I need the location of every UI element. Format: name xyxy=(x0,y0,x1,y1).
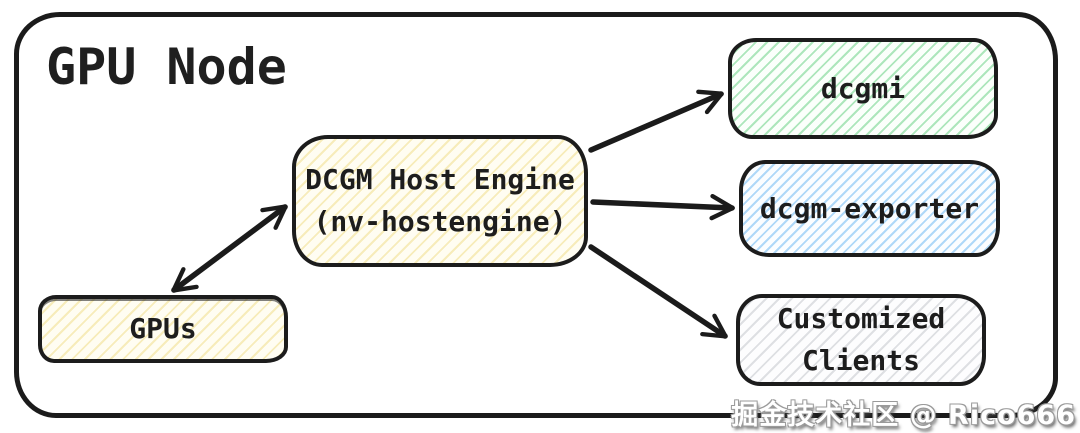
node-dcgmi: dcgmi xyxy=(728,38,998,139)
watermark: 掘金技术社区 @ Rico666 xyxy=(731,400,1076,431)
node-dcgm-exporter-label: dcgm-exporter xyxy=(759,191,980,225)
node-dcgm-host-engine: DCGM Host Engine (nv-hostengine) xyxy=(292,135,588,267)
diagram-title: GPU Node xyxy=(46,38,287,96)
node-gpus: GPUs xyxy=(38,295,288,363)
node-dcgm-host-engine-label-line1: DCGM Host Engine xyxy=(305,163,575,196)
node-dcgm-host-engine-label-line2: (nv-hostengine) xyxy=(313,205,567,238)
node-dcgm-exporter: dcgm-exporter xyxy=(739,160,1000,257)
node-customized-clients-label-line1: Customized xyxy=(776,302,946,335)
node-customized-clients: Customized Clients xyxy=(736,294,986,386)
node-customized-clients-label-line2: Clients xyxy=(801,344,920,377)
gpu-node-container xyxy=(14,12,1058,418)
node-dcgmi-label: dcgmi xyxy=(820,71,906,105)
node-gpus-label: GPUs xyxy=(129,312,197,345)
